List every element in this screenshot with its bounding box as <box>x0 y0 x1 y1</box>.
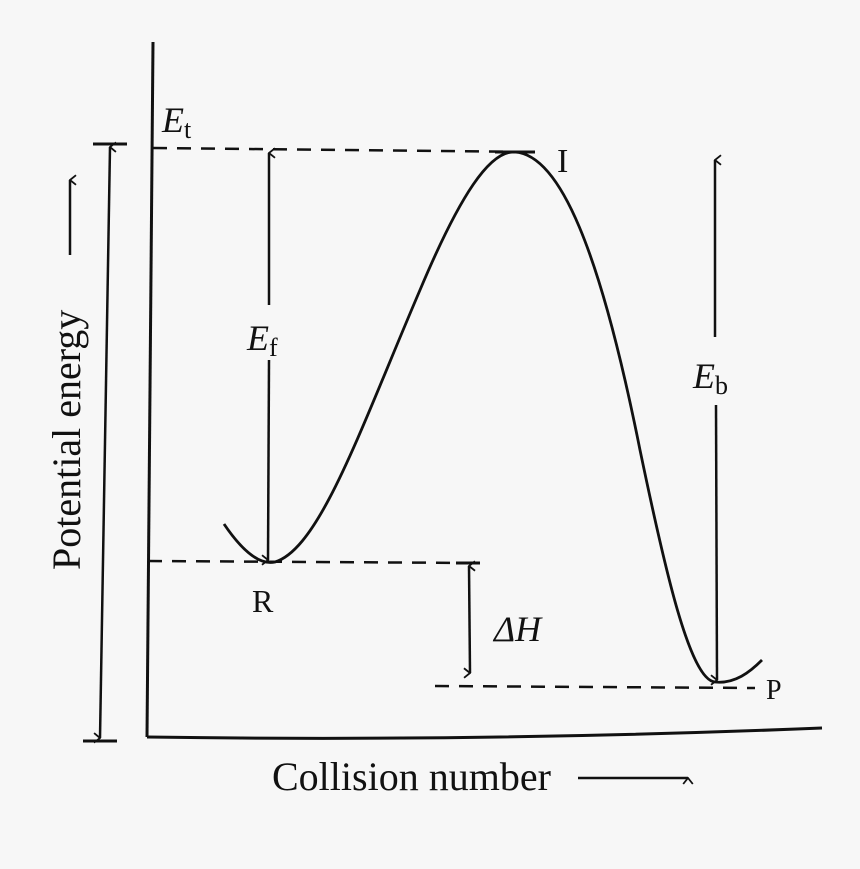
backward-energy-arrow <box>715 160 717 680</box>
enthalpy-arrow <box>456 563 480 673</box>
axes <box>145 41 823 740</box>
x-axis <box>146 726 823 740</box>
forward-energy-arrow <box>268 153 269 560</box>
product-label: P <box>766 675 782 706</box>
top-level-label: Et <box>161 100 192 144</box>
forward-energy-label: Ef <box>246 318 278 362</box>
reactant-level-line <box>147 559 481 565</box>
intermediate-label: I <box>557 143 568 180</box>
x-axis-label: Collision number <box>272 754 551 799</box>
top-level-line <box>152 146 536 154</box>
reactant-label: R <box>252 583 274 619</box>
enthalpy-label: ΔH <box>492 609 543 649</box>
full-range-arrow <box>83 144 127 741</box>
y-axis-label: Potential energy <box>44 310 89 570</box>
y-axis <box>145 41 155 738</box>
energy-curve <box>222 150 763 684</box>
backward-energy-label: Eb <box>692 356 728 400</box>
product-level-line <box>434 684 756 690</box>
level-lines <box>147 146 756 690</box>
